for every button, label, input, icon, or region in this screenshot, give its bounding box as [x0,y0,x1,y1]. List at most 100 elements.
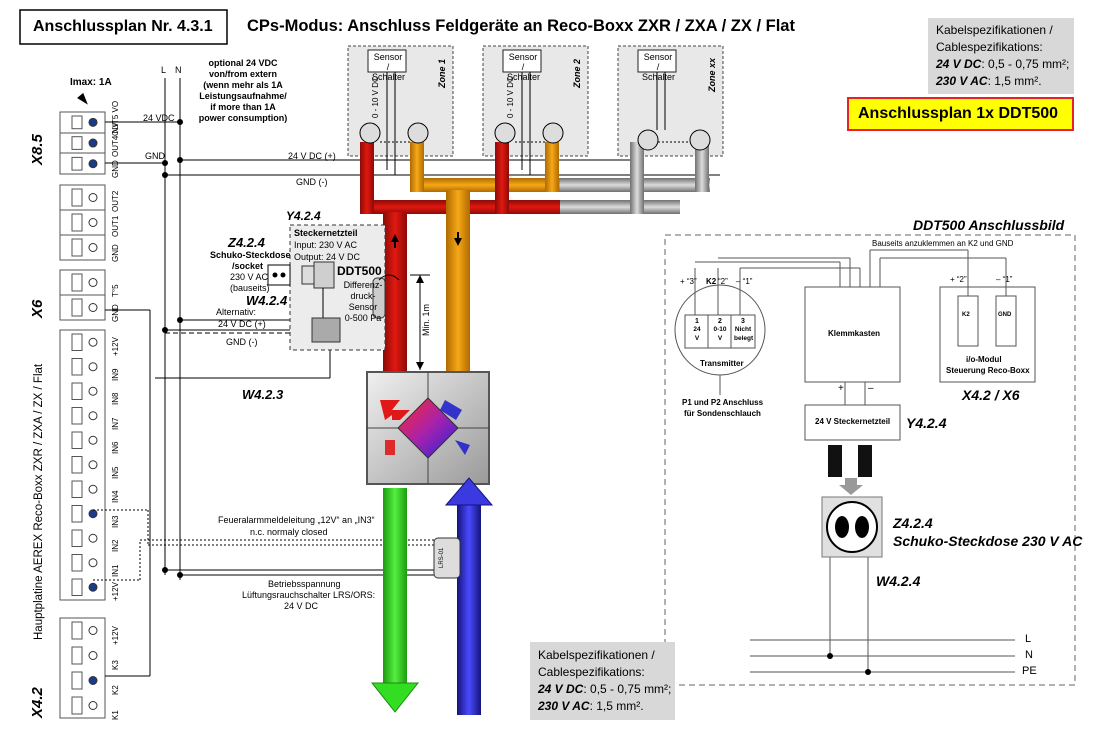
spec-line2: Cablespezifikations: [936,40,1043,54]
bus-24v: 24 V DC (+) [288,151,336,161]
x6top-screw-1 [88,218,98,227]
alt-gnd: GND (-) [226,337,258,347]
in-pin-1: IN9 [111,368,120,381]
tx-col-1-0: 2 [718,318,722,325]
in-pin-6: IN4 [111,490,120,504]
z424-label: Z4.2.4 [228,235,265,250]
x85-screw-2 [88,159,98,169]
in-cell-3 [71,407,83,425]
x6top-screw-0 [88,193,98,202]
io-gnd: GND [998,312,1012,318]
socket-site: (bauseits) [230,283,270,293]
optional-line-5: power consumption) [198,113,288,123]
tx-col-2-0: 3 [741,318,745,325]
x6-pin-1: GND [111,303,120,322]
in-screw-5 [88,460,98,470]
optional-line-4: if more than 1A [210,102,276,112]
psu-output: Output: 24 V DC [294,252,361,262]
in-pin-4: IN6 [111,441,120,455]
minus-label: – [868,383,874,394]
in-screw-3 [88,411,98,421]
x6top-pin-1: OUT1 [111,215,120,237]
x42-pin-1: K3 [111,659,120,670]
io-k2: K2 [962,312,970,318]
psu-title: Steckernetzteil [294,228,358,238]
x6top-pin-2: GND [111,243,120,262]
in-pin-7: IN3 [111,515,120,528]
x6-screw-1 [88,303,98,312]
board-vertical-label: Hauptplatine AEREX Reco-Boxx ZXR / ZXA /… [33,363,45,640]
x42-cell-1 [71,646,83,665]
x6-cell-1 [71,298,83,317]
x42-screw-0 [88,626,98,635]
supply-line2: Lüftungsrauchschalter LRS/ORS: [242,590,376,600]
ddt-name: DDT500 [337,264,382,278]
page-title: CPs-Modus: Anschluss Feldgeräte an Reco-… [247,17,795,35]
x42-cell-0 [71,621,83,640]
x42-pin-0: +12V [111,625,120,645]
x85-cell-1 [71,136,83,150]
optional-line-1: von/from extern [208,69,277,79]
spec2-line1: Kabelspezifikationen / [538,648,655,662]
in-cell-9 [71,554,83,572]
min-distance: Min. 1m [421,303,431,336]
fire-line1: Feueralarmmeldeleitung „12V“ an „IN3“ [218,515,375,525]
socket-label2: /socket [232,261,264,271]
x6top-pin-0: OUT2 [111,190,120,212]
fire-line2: n.c. normaly closed [250,527,328,537]
in-screw-1 [88,362,98,372]
ddt-badge: Anschlussplan 1x DDT500 [858,105,1059,122]
spec-line1: Kabelspezifikationen / [936,23,1053,37]
psu-label: 24 V Steckernetzteil [815,417,891,426]
x42-screw-1 [88,651,98,660]
zone1-sensor: Sensor / Schalter [372,52,406,82]
zone2-label: Zone 2 [572,58,582,88]
optional-line-2: (wenn mehr als 1A [203,80,283,90]
x42-label: X4.2 [29,687,46,718]
x42-pin-2: K2 [111,684,120,695]
in-pin-3: IN7 [111,417,120,430]
psu-input: Input: 230 V AC [294,240,358,250]
spec-dc: 24 V DC: 0,5 - 0,75 mm²; [936,57,1070,71]
zone1-label: Zone 1 [437,58,447,88]
in-pin-8: IN2 [111,539,120,553]
bus-gnd: GND (-) [296,177,328,187]
x6-cell-0 [71,273,83,292]
in-screw-7 [88,509,98,519]
in-pin-2: IN8 [111,392,120,406]
spec2-dc: 24 V DC: 0,5 - 0,75 mm²; [538,682,672,696]
x6top-cell-1 [71,213,83,232]
spec-ac: 230 V AC: 1,5 mm². [936,74,1042,88]
x6top-screw-2 [88,243,98,252]
x6top-cell-2 [71,238,83,257]
tx-col-0-2: V [694,335,700,342]
in-screw-2 [88,386,98,396]
x6top-cell-0 [71,188,83,207]
ddt-desc-0: Differenz- [343,280,383,290]
in-screw-4 [88,435,98,445]
panel-title: DDT500 Anschlussbild [913,217,1065,233]
x42-pin-3: K1 [111,709,120,720]
tx-col-2-1: Nicht [734,326,752,333]
zonexx-sensor: Sensor / Schalter [642,52,676,82]
in-cell-5 [71,456,83,474]
y424-right: Y4.2.4 [906,415,947,431]
in-screw-10 [88,582,98,592]
io-title: i/o-Modul [966,355,1002,364]
tx-l3: – “1” [736,277,753,286]
tx-l1: K2 [706,277,717,286]
x6-pin-0: T°5 [111,283,120,297]
plus-label: + [838,383,844,394]
w424-right: W4.2.4 [876,573,921,589]
in-screw-6 [88,484,98,494]
x42-screw-3 [88,701,98,710]
ddt-desc-1: druck- [350,291,376,301]
zone1-signal: 0 - 10 V DC [371,76,380,118]
in-pin-10: +12V [111,582,120,602]
tx-col-2-2: belegt [734,335,754,342]
x85-screw-1 [88,138,98,148]
x85-pin-2: GND [111,159,120,178]
p1p2-label2: für Sondenschlauch [684,409,761,418]
tx-l2: “2” [718,277,728,286]
